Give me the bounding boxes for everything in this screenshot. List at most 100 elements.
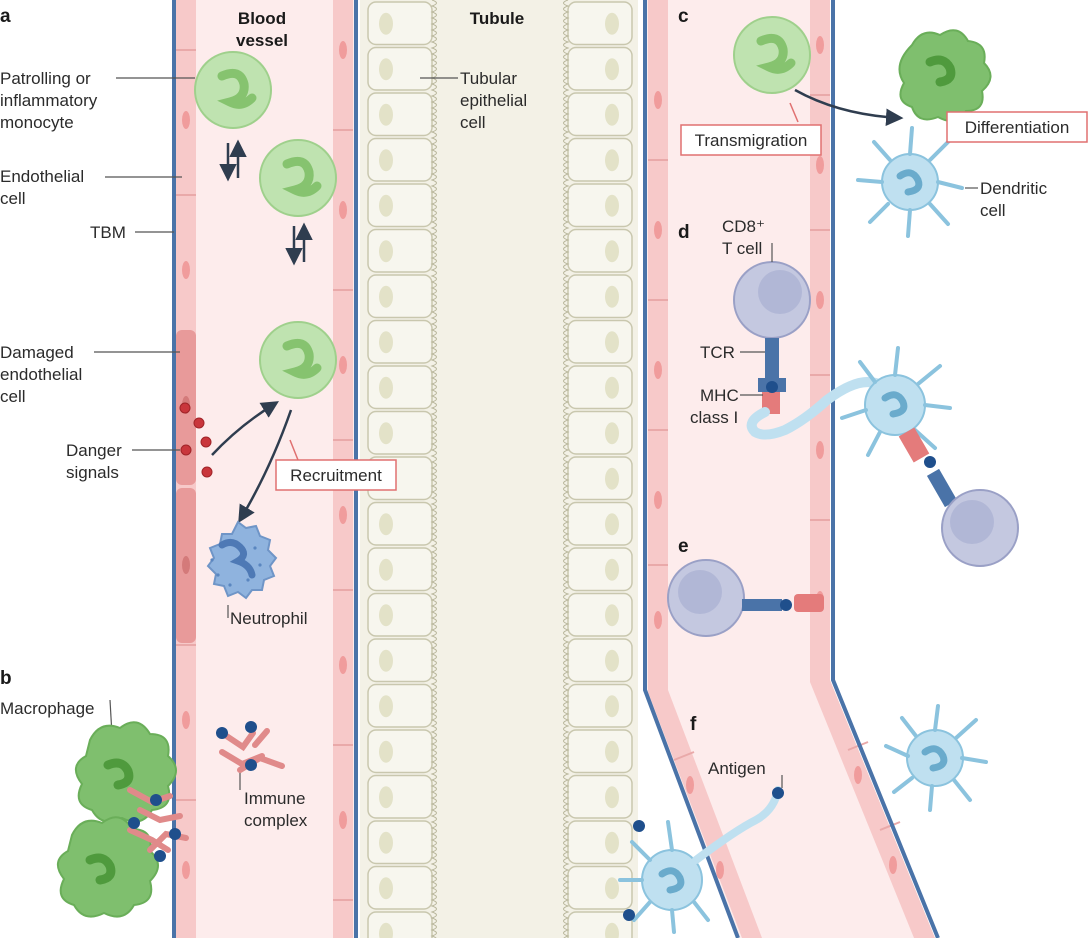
neutrophil: [206, 520, 278, 600]
heading-vessel: vessel: [236, 31, 288, 50]
label-tbm: TBM: [90, 223, 126, 242]
tubular-epithelial-cell: [367, 501, 433, 546]
blood-vessel-right: [643, 0, 940, 938]
tubular-epithelial-cell: [567, 46, 633, 91]
panel-label-e: e: [678, 536, 689, 557]
tubular-epithelial-cell: [367, 92, 433, 137]
transmigration-box: Transmigration: [680, 124, 822, 156]
tubular-cell-nucleus: [379, 422, 393, 445]
monocyte-transmigrating: [733, 16, 811, 94]
t-cell-d2: [941, 489, 1019, 567]
recruitment-box: Recruitment: [275, 459, 397, 491]
recruitment-arrow-out: [238, 409, 293, 524]
tubular-cell-nucleus: [605, 649, 619, 672]
tubular-epithelial-cell: [367, 683, 433, 728]
tubular-epithelial-cell: [567, 137, 633, 182]
tubular-epithelial-cell: [367, 410, 433, 455]
tubular-cell-nucleus: [605, 922, 619, 938]
label-danger-2: signals: [66, 463, 119, 482]
tubular-cell-nucleus: [379, 240, 393, 263]
tubular-cell-nucleus: [379, 149, 393, 172]
tubular-epithelial-cell: [567, 911, 633, 938]
tubular-cell-nucleus: [605, 786, 619, 809]
tubular-epithelial-cell: [367, 46, 433, 91]
tubular-cell-nucleus: [605, 695, 619, 718]
tubular-epithelial-cell: [567, 547, 633, 592]
tubular-cell-nucleus: [605, 877, 619, 900]
panel-label-c: c: [678, 6, 689, 27]
tcr-mhc-e: [742, 594, 824, 612]
tubular-epithelial-cell: [367, 183, 433, 228]
tubular-epithelial-cell: [367, 365, 433, 410]
tubular-epithelial-cell: [567, 319, 633, 364]
transmigration-label: Transmigration: [695, 131, 808, 150]
tubular-epithelial-cell: [567, 365, 633, 410]
tubular-epithelial-cell: [567, 638, 633, 683]
label-cd8-1: CD8⁺: [722, 217, 765, 236]
recruitment-arrow-in: [211, 401, 279, 456]
tubular-epithelial-cell: [567, 729, 633, 774]
tubular-epithelial-cell: [567, 456, 633, 501]
differentiation-label: Differentiation: [965, 118, 1070, 137]
heading-blood: Blood: [238, 9, 286, 28]
tubular-cell-nucleus: [605, 513, 619, 536]
tubular-cell-nucleus: [379, 376, 393, 399]
tubular-cell-nucleus: [605, 558, 619, 581]
immune-complex-antigens: [216, 721, 257, 771]
panel-label-a: a: [0, 6, 11, 27]
t-cell-e: [667, 559, 745, 637]
label-damaged-2: endothelial: [0, 365, 82, 384]
tubular-epithelial-cell: [367, 865, 433, 910]
tubular-cell-nucleus: [605, 331, 619, 354]
tubular-epithelial-cell: [567, 592, 633, 637]
macrophage-1: [75, 721, 177, 823]
dendritic-cell-f2: [884, 704, 988, 812]
tubular-cell-nucleus: [379, 740, 393, 763]
antigen-dots-macrophage: [128, 794, 181, 862]
tubular-cell-nucleus: [379, 285, 393, 308]
tubular-epithelial-cell: [367, 137, 433, 182]
label-antigen: Antigen: [708, 759, 766, 778]
tubular-epithelial-cell: [567, 683, 633, 728]
label-tcr: TCR: [700, 343, 735, 362]
tubular-epithelial-cell: [567, 410, 633, 455]
tubular-cell-nucleus: [379, 558, 393, 581]
label-endothelial-1: Endothelial: [0, 167, 84, 186]
dendritic-cell-d: [840, 346, 952, 457]
panel-label-b: b: [0, 668, 12, 689]
tubular-epithelial-cell: [567, 774, 633, 819]
label-monocyte-1: Patrolling or: [0, 69, 91, 88]
label-endothelial-2: cell: [0, 189, 26, 208]
tubular-cell-nucleus: [605, 422, 619, 445]
tubular-epithelial-cell: [367, 911, 433, 938]
label-dendritic-1: Dendritic: [980, 179, 1048, 198]
cd8-t-cell: [733, 261, 811, 339]
label-damaged-3: cell: [0, 387, 26, 406]
tubular-epithelial-cell: [567, 1, 633, 46]
tubular-epithelial-cell: [567, 228, 633, 273]
tubular-cell-nucleus: [379, 103, 393, 126]
tubular-cell-nucleus: [379, 831, 393, 854]
tubular-cell-nucleus: [605, 285, 619, 308]
tubular-cell-nucleus: [379, 649, 393, 672]
panel-label-f: f: [690, 714, 697, 735]
tbm-line-right-vessel-right: [831, 0, 940, 938]
tubular-epithelial-cell: [367, 319, 433, 364]
tubular-cell-nucleus: [379, 877, 393, 900]
transmigration-arrow: [794, 88, 904, 127]
tubular-epithelial-cell: [567, 865, 633, 910]
panel-label-d: d: [678, 222, 690, 243]
tubular-cell-nucleus: [605, 103, 619, 126]
tubular-cell-nucleus: [379, 604, 393, 627]
tubular-cell-nucleus: [605, 194, 619, 217]
tubular-cell-nucleus: [605, 467, 619, 490]
differentiated-macrophage: [898, 29, 992, 122]
brush-border: [430, 0, 437, 938]
tubular-cell-nucleus: [379, 695, 393, 718]
tubular-cell-nucleus: [379, 194, 393, 217]
label-danger-1: Danger: [66, 441, 122, 460]
tubule: [360, 0, 638, 938]
label-dendritic-2: cell: [980, 201, 1006, 220]
tubular-cell-nucleus: [605, 831, 619, 854]
